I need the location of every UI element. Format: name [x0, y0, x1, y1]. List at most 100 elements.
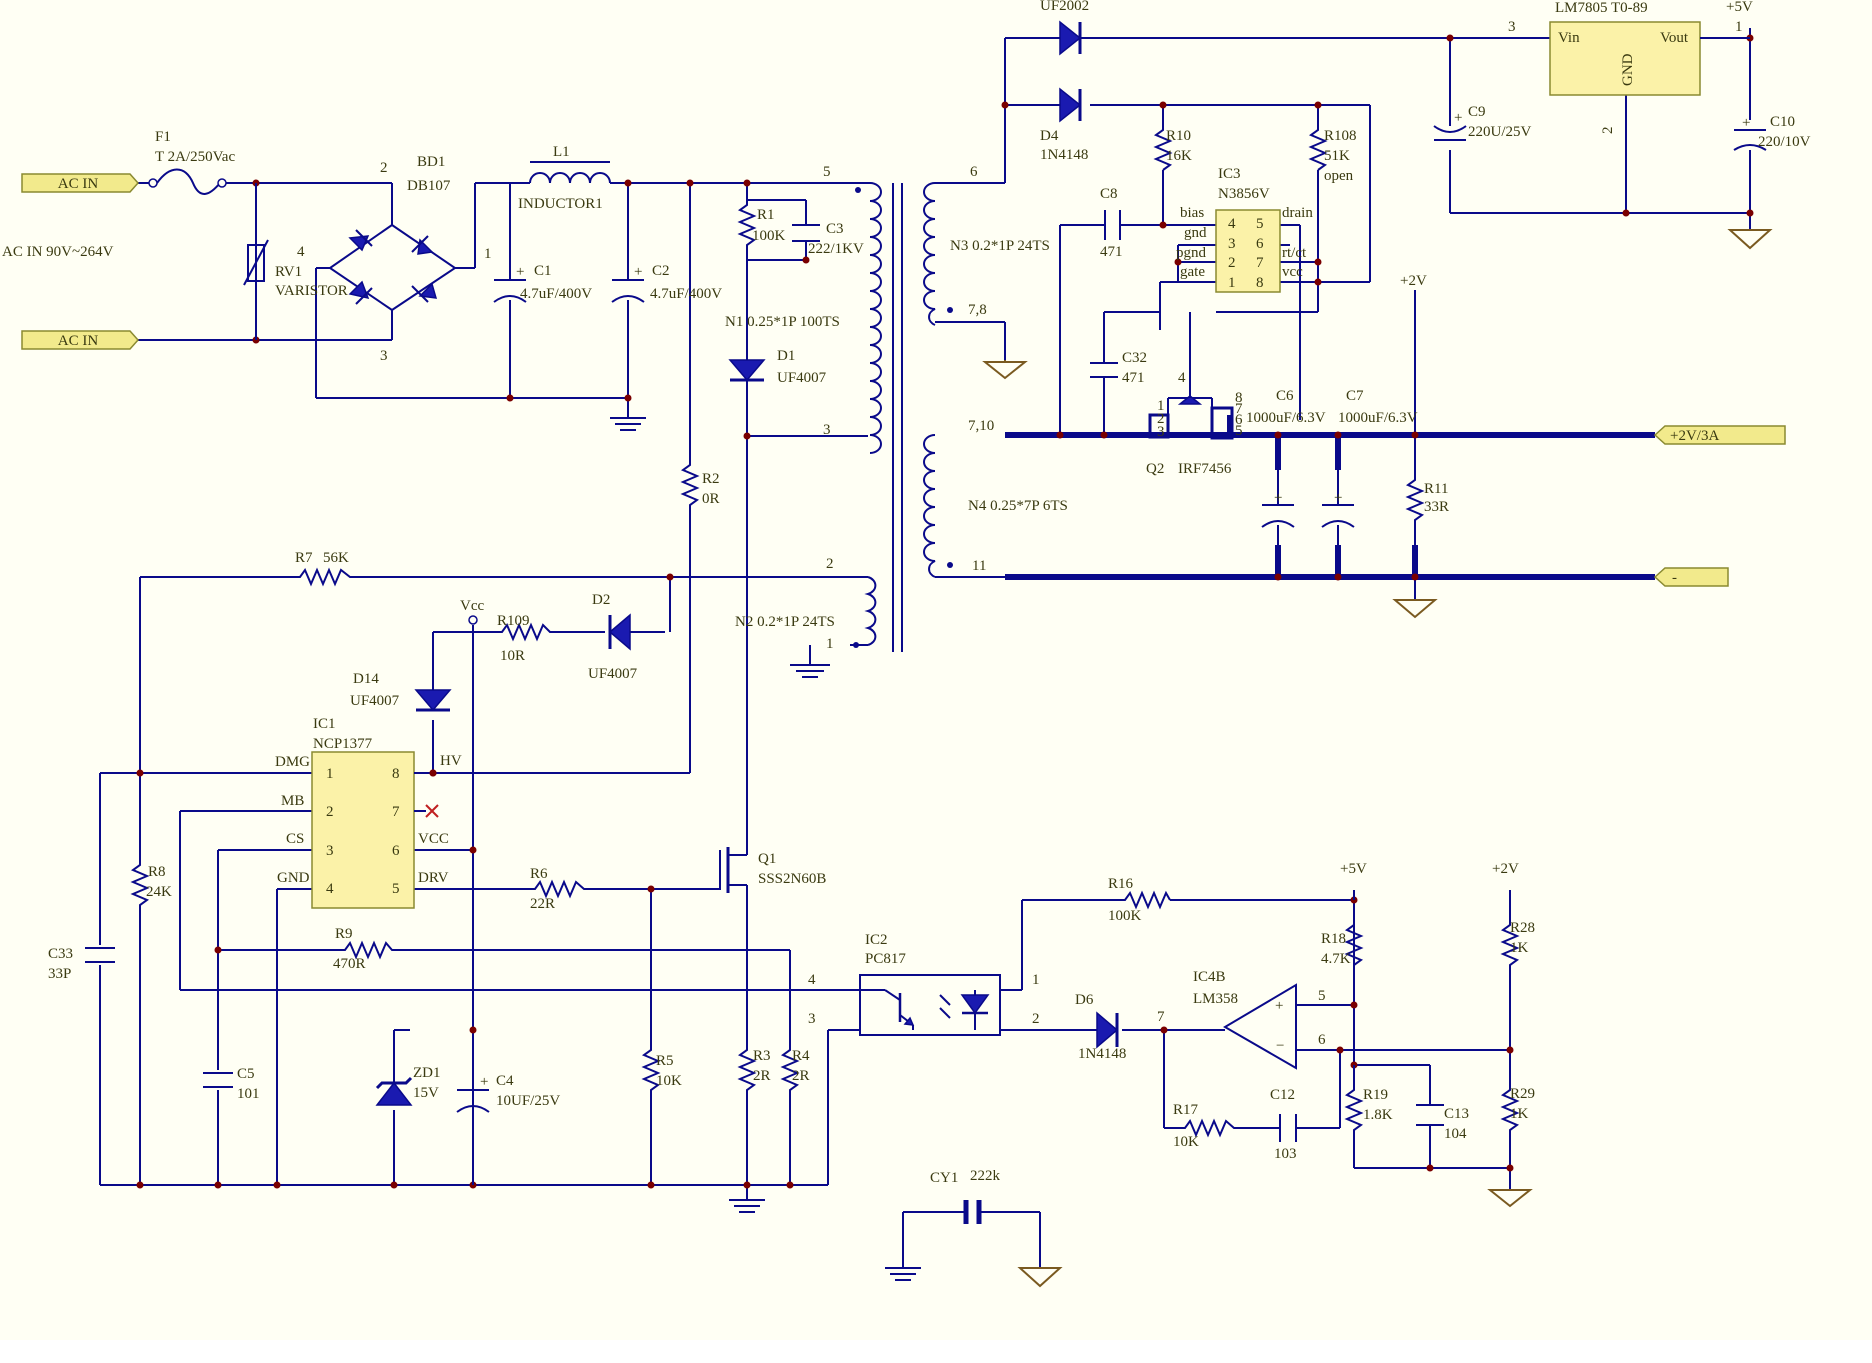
- svg-text:10R: 10R: [500, 648, 525, 664]
- svg-text:C10: C10: [1770, 114, 1795, 130]
- svg-text:6: 6: [1318, 1032, 1326, 1048]
- svg-text:UF4007: UF4007: [350, 693, 400, 709]
- svg-text:7,8: 7,8: [968, 302, 987, 318]
- svg-text:C12: C12: [1270, 1087, 1295, 1103]
- output-port-2v[interactable]: +2V/3A: [1653, 425, 1786, 445]
- ground-symbol-output: [1392, 599, 1438, 619]
- svg-text:222k: 222k: [970, 1168, 1001, 1184]
- ac-input-port-top[interactable]: AC IN: [21, 173, 140, 193]
- output-port-negative-label: -: [1672, 570, 1677, 586]
- svg-text:6: 6: [392, 843, 400, 859]
- svg-text:4.7uF/400V: 4.7uF/400V: [520, 286, 592, 302]
- ac-input-port-bottom[interactable]: AC IN: [21, 330, 140, 350]
- svg-text:33R: 33R: [1424, 499, 1449, 515]
- resistor-r109: R109 10R: [497, 613, 555, 664]
- svg-text:pgnd: pgnd: [1176, 245, 1207, 261]
- svg-text:Vout: Vout: [1660, 30, 1689, 46]
- resistor-r18: R18 4.7K: [1321, 920, 1364, 975]
- svg-text:NCP1377: NCP1377: [313, 736, 373, 752]
- resistor-r5: R5 10K: [641, 1045, 682, 1105]
- output-port-negative[interactable]: -: [1653, 567, 1729, 587]
- resistor-r10: R10 16K: [1153, 125, 1192, 171]
- svg-text:Q2: Q2: [1146, 461, 1164, 477]
- svg-text:R10: R10: [1166, 128, 1191, 144]
- ground-symbol-opamp: [1487, 1189, 1533, 1208]
- svg-text:8: 8: [1256, 275, 1264, 291]
- svg-text:N3 0.2*1P 24TS: N3 0.2*1P 24TS: [950, 238, 1050, 254]
- svg-text:2: 2: [1228, 255, 1236, 271]
- svg-text:4: 4: [1178, 370, 1186, 386]
- svg-text:C6: C6: [1276, 388, 1294, 404]
- svg-text:1.8K: 1.8K: [1363, 1107, 1393, 1123]
- svg-text:1N4148: 1N4148: [1040, 147, 1088, 163]
- svg-text:VCC: VCC: [418, 831, 449, 847]
- capacitor-c32: C32 471: [1090, 350, 1147, 386]
- svg-text:+: +: [634, 264, 642, 280]
- svg-text:CY1: CY1: [930, 1170, 958, 1186]
- svg-text:1K: 1K: [1510, 1106, 1529, 1122]
- svg-text:R6: R6: [530, 866, 548, 882]
- svg-text:R18: R18: [1321, 931, 1346, 947]
- svg-text:gate: gate: [1180, 264, 1205, 280]
- svg-text:C7: C7: [1346, 388, 1364, 404]
- resistor-r29: R29 1K: [1500, 1085, 1535, 1135]
- resistor-r11: R11 33R: [1405, 475, 1449, 525]
- svg-text:+: +: [1334, 490, 1342, 506]
- svg-text:+: +: [1275, 998, 1283, 1014]
- svg-text:C3: C3: [826, 221, 844, 237]
- capacitor-c4: + C4 10UF/25V: [456, 1073, 560, 1185]
- diode-uf2002: UF2002: [1040, 0, 1090, 56]
- svg-text:DB107: DB107: [407, 178, 451, 194]
- svg-text:4: 4: [326, 881, 334, 897]
- svg-text:HV: HV: [440, 753, 462, 769]
- svg-text:5: 5: [392, 881, 400, 897]
- svg-text:IC3: IC3: [1218, 166, 1241, 182]
- svg-text:470R: 470R: [333, 956, 366, 972]
- ground-symbol-n3: [982, 360, 1028, 380]
- resistor-r28: R28 1K: [1500, 920, 1535, 970]
- svg-text:100K: 100K: [1108, 908, 1142, 924]
- svg-text:VARISTOR: VARISTOR: [275, 283, 348, 299]
- svg-text:4: 4: [1228, 216, 1236, 232]
- svg-text:drain: drain: [1282, 205, 1313, 221]
- capacitor-c10: + C10 220/10V: [1733, 114, 1811, 151]
- svg-text:C13: C13: [1444, 1106, 1469, 1122]
- output-port-2v-label: +2V/3A: [1670, 428, 1719, 444]
- resistor-r2: R2 0R: [680, 460, 720, 510]
- svg-text:R108: R108: [1324, 128, 1357, 144]
- ac-input-port-top-label: AC IN: [58, 176, 99, 192]
- svg-text:GND: GND: [1620, 53, 1636, 86]
- rail-5v-lower: +5V: [1340, 861, 1367, 877]
- svg-text:R9: R9: [335, 926, 353, 942]
- ground-symbol-aux: [790, 664, 830, 678]
- svg-text:C1: C1: [534, 263, 552, 279]
- svg-text:D1: D1: [777, 348, 795, 364]
- transformer-secondary-n3: 6 7,8 N3 0.2*1P 24TS: [923, 164, 1050, 326]
- resistor-r7: R7 56K: [295, 550, 355, 587]
- svg-text:R5: R5: [656, 1053, 674, 1069]
- svg-text:C4: C4: [496, 1073, 514, 1089]
- capacitor-c8: C8 471: [1100, 186, 1123, 260]
- svg-text:C2: C2: [652, 263, 670, 279]
- winding-n1-label: N1 0.25*1P 100TS: [725, 314, 840, 330]
- svg-text:IC4B: IC4B: [1193, 969, 1226, 985]
- svg-text:R4: R4: [792, 1048, 810, 1064]
- svg-text:7,10: 7,10: [968, 418, 994, 434]
- capacitor-c7: + C7 1000uF/6.3V: [1321, 388, 1418, 528]
- svg-text:BD1: BD1: [417, 154, 445, 170]
- svg-text:0R: 0R: [702, 491, 720, 507]
- svg-text:open: open: [1324, 168, 1354, 184]
- svg-text:gnd: gnd: [1184, 225, 1207, 241]
- svg-text:UF2002: UF2002: [1040, 0, 1089, 14]
- svg-text:F1: F1: [155, 129, 171, 145]
- svg-text:10K: 10K: [1173, 1134, 1199, 1150]
- svg-text:+: +: [1454, 110, 1462, 126]
- svg-text:RV1: RV1: [275, 264, 302, 280]
- svg-text:7: 7: [392, 804, 400, 820]
- svg-text:1000uF/6.3V: 1000uF/6.3V: [1246, 410, 1326, 426]
- svg-text:51K: 51K: [1324, 148, 1350, 164]
- svg-text:100K: 100K: [752, 228, 786, 244]
- svg-text:2: 2: [826, 556, 834, 572]
- svg-text:Vcc: Vcc: [460, 598, 484, 614]
